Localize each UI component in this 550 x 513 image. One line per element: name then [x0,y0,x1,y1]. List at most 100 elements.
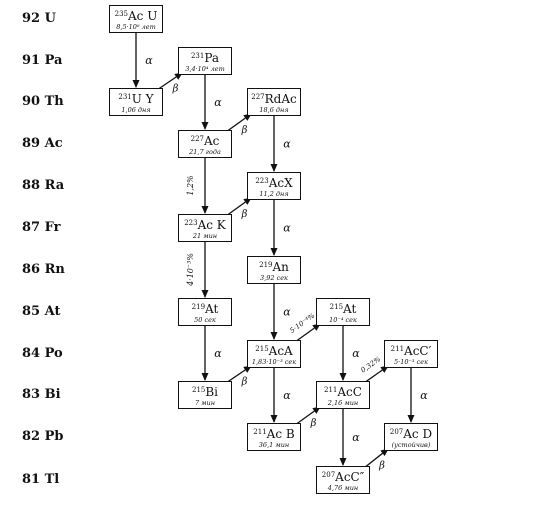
decay-label-aca-acb: α [283,389,291,402]
nuclide-name: 231U Y [110,90,162,106]
mass-number: 223 [255,177,269,185]
nuclide-symbol: At [205,302,219,316]
half-life: 1,83·10⁻³ сек [251,358,297,366]
nuclide-symbol: AcC [337,385,362,399]
mass-number: 207 [389,428,404,436]
nuclide-name: 219An [248,258,300,274]
element-label-pb: 82 Pb [22,429,64,444]
nuclide-box-accpp: 207AcC″4,76 мин [316,466,370,494]
decay-label-at215-acc: α [352,347,360,360]
nuclide-symbol: Bi [205,385,219,399]
half-life: 18,6 дня [259,106,289,114]
half-life: 21 мин [192,232,218,240]
decay-arrow-acb-acc [294,406,321,426]
element-label-pa: 91 Pa [22,53,63,68]
nuclide-box-acd: 207Ac D(устойчив) [384,423,438,451]
decay-label-acx-an: α [283,222,291,235]
decay-label-an-aca: α [283,306,291,319]
nuclide-symbol: Ac D [403,427,433,441]
mass-number: 211 [390,345,405,353]
element-label-fr: 87 Fr [22,220,61,235]
nuclide-name: 207Ac D [385,425,437,441]
mass-number: 211 [324,386,338,394]
mass-number: 223 [184,219,198,227]
decay-label-acb-acc: β [310,418,317,429]
nuclide-symbol: AcX [268,176,293,190]
nuclide-symbol: An [272,260,289,274]
nuclide-name: 223AcX [248,174,300,190]
mass-number: 207 [321,471,336,479]
half-life: 50 сек [194,316,216,324]
nuclide-symbol: Ac [203,134,220,148]
mass-number: 211 [253,428,267,436]
nuclide-name: 211AcC′ [385,342,437,358]
decay-arrows [132,33,415,469]
half-life: 21,7 года [189,148,221,156]
mass-number: 227 [190,135,204,143]
decay-label-accp-acd: α [420,389,428,402]
element-label-u: 92 U [22,11,56,26]
nuclide-name: 227RdAc [248,90,300,106]
mass-number: 219 [259,261,273,269]
mass-number: 215 [255,345,269,353]
half-life: 10⁻⁴ сек [329,316,357,324]
nuclide-symbol: U Y [131,92,154,106]
half-life: 3,92 сек [260,274,288,282]
decay-label-uy-pa231: β [172,84,179,95]
element-label-ac: 89 Ac [22,136,63,151]
mass-number: 215 [191,386,206,394]
nuclide-symbol: AcC″ [335,470,365,484]
nuclide-name: 231Pa [179,49,231,65]
nuclide-name: 215AcA [248,342,300,358]
nuclide-name: 219At [179,300,231,316]
half-life: 5·10⁻³ сек [394,358,428,366]
nuclide-name: 215Bi [179,383,231,399]
decay-label-ack-acx: β [241,209,248,220]
decay-arrow-bi215-aca [225,365,252,384]
nuclide-symbol: AcC′ [404,344,432,358]
nuclide-symbol: At [343,302,357,316]
element-label-at: 85 At [22,304,61,319]
half-life: 4,76 мин [327,484,359,492]
half-life: 8,5·10⁸ лет [116,23,156,31]
nuclide-name: 227Ac [179,132,231,148]
mass-number: 219 [191,303,206,311]
element-label-ra: 88 Ra [22,178,65,193]
decay-arrow-accpp-acd [363,448,389,469]
decay-label-ac227-rdac: β [241,125,248,136]
nuclide-symbol: RdAc [264,92,297,106]
half-life: 7 мин [194,399,216,407]
element-label-po: 84 Po [22,346,63,361]
decay-label-ac227-ack: 1,2% [186,175,195,196]
half-life: 3,4·10⁴ лет [185,65,225,73]
decay-arrow-ack-acx [225,197,252,217]
mass-number: 215 [329,303,344,311]
nuclide-name: 207AcC″ [317,468,369,484]
half-life: 11,2 дня [259,190,289,198]
decay-arrow-uy-pa231 [156,72,183,91]
decay-label-at219-bi215: α [214,347,222,360]
element-label-bi: 83 Bi [22,387,61,402]
mass-number: 235 [114,10,129,18]
mass-number: 231 [118,93,132,101]
element-label-tl: 81 Tl [22,472,60,487]
decay-label-accpp-acd: β [378,461,385,472]
decay-label-pa231-ac227: α [214,96,222,109]
nuclide-name: 211AcC [317,383,369,399]
decay-label-aca-at215: 5·10⁻⁴% [288,312,316,335]
nuclide-symbol: Pa [204,51,220,65]
element-label-th: 90 Th [22,94,64,109]
half-life: 36,1 мин [258,441,290,449]
nuclide-box-accp: 211AcC′5·10⁻³ сек [384,340,438,368]
decay-arrow-aca-at215 [294,323,321,343]
